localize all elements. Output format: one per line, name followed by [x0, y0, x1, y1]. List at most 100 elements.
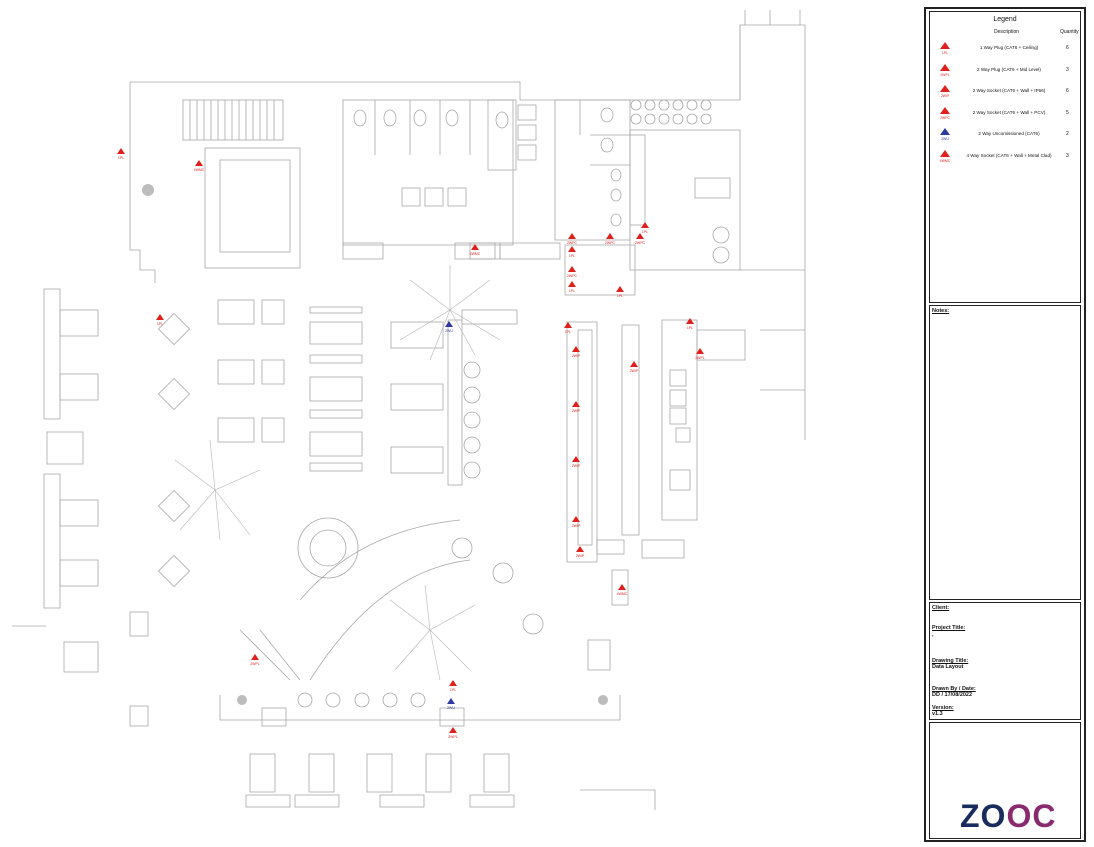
svg-text:2WIP: 2WIP	[572, 354, 581, 358]
svg-text:1PL: 1PL	[565, 330, 571, 334]
svg-text:2WPC: 2WPC	[567, 274, 578, 278]
legend-description: 2 Way Socket (CAT6 + Wall + PCV)	[972, 109, 1046, 115]
legend-marker-icon: 4WMC	[940, 149, 951, 163]
legend-row: 2WPC 2 Way Socket (CAT6 + Wall + PCV) 5	[930, 105, 1080, 121]
legend-description: 4 Way Socket (CAT6 + Wall + Metal Clad)	[966, 152, 1052, 158]
svg-text:1PL: 1PL	[157, 322, 163, 326]
device-marker: 2WIP	[572, 401, 581, 413]
logo-letter: C	[1032, 798, 1057, 834]
notes-panel: Notes:	[929, 305, 1081, 600]
svg-text:2WU: 2WU	[447, 706, 455, 710]
svg-text:1PL: 1PL	[450, 688, 456, 692]
legend-quantity: 6	[1066, 45, 1069, 51]
svg-text:2WU: 2WU	[445, 329, 453, 333]
notes-label: Notes:	[932, 308, 950, 314]
device-marker: 1PL	[156, 314, 164, 326]
drawing-title-label: Drawing Title:	[932, 658, 969, 664]
svg-text:2WPL: 2WPL	[695, 356, 705, 360]
svg-text:1PL: 1PL	[617, 294, 623, 298]
legend-description: 2 Way Plug (CAT6 + Mid Level)	[977, 66, 1041, 72]
svg-text:1PL: 1PL	[942, 51, 948, 55]
svg-text:4WMC: 4WMC	[194, 168, 205, 172]
device-marker: 2WPC	[567, 233, 578, 245]
device-marker: 4WMC	[194, 160, 205, 172]
drawn-by-label: Drawn By / Date:	[932, 686, 976, 692]
svg-text:4WMC: 4WMC	[470, 252, 481, 256]
device-marker: 2WIP	[572, 346, 581, 358]
legend-col-description: Description	[994, 29, 1020, 35]
legend-row: 1PL 1 Way Plug (CAT6 + Ceiling) 6	[930, 40, 1080, 56]
svg-text:2WPL: 2WPL	[448, 735, 458, 739]
zooc-logo: ZOOC	[960, 798, 1056, 835]
device-marker: 2WU	[445, 321, 453, 333]
svg-text:2WIP: 2WIP	[576, 554, 585, 558]
device-marker: 2WIP	[630, 361, 639, 373]
device-marker: 1PL	[564, 322, 572, 334]
device-marker: 1PL	[568, 281, 576, 293]
floor-plan: 1PL 4WMC 4WMC 2WPC 2WPC 2WPC 1PL 1PL 2WPC 1PL 1PL 1…	[12, 10, 806, 810]
svg-text:2WPC: 2WPC	[635, 241, 646, 245]
device-marker: 4WMC	[470, 244, 481, 256]
svg-text:2WIP: 2WIP	[572, 524, 581, 528]
device-marker: 1PL	[117, 148, 125, 160]
device-marker: 1PL	[449, 680, 457, 692]
device-marker: 2WPL	[695, 348, 705, 360]
client-label: Client:	[932, 605, 950, 611]
device-marker: 2WPC	[605, 233, 616, 245]
info-panel: Client: Project Title: , Drawing Title: …	[929, 602, 1081, 720]
version-label: Version:	[932, 705, 954, 711]
legend-description: 1 Way Plug (CAT6 + Ceiling)	[979, 45, 1039, 50]
device-marker: 2WIP	[576, 546, 585, 558]
svg-text:1PL: 1PL	[569, 254, 575, 258]
legend-description: 2 Way Uncomissioned (CAT6)	[978, 131, 1040, 136]
legend-marker-icon: 2WU	[940, 128, 950, 141]
svg-text:4WMC: 4WMC	[940, 159, 951, 163]
legend-description: 2 Way Socket (CAT6 + Wall + IP66)	[972, 88, 1046, 93]
logo-letter: O	[980, 798, 1007, 834]
svg-text:2WIP: 2WIP	[941, 94, 950, 98]
legend-quantity: 5	[1066, 109, 1069, 116]
svg-text:1PL: 1PL	[687, 326, 693, 330]
legend-quantity: 6	[1066, 88, 1069, 94]
svg-text:1PL: 1PL	[569, 289, 575, 293]
device-marker: 2WPL	[250, 654, 260, 666]
svg-text:4WMC: 4WMC	[617, 592, 628, 596]
device-marker: 1PL	[686, 318, 694, 330]
device-marker: 2WPL	[448, 727, 458, 739]
legend-row: 2WU 2 Way Uncomissioned (CAT6) 2	[930, 126, 1080, 142]
legend-quantity: 2	[1066, 131, 1069, 137]
svg-text:2WPL: 2WPL	[250, 662, 260, 666]
legend-row: 4WMC 4 Way Socket (CAT6 + Wall + Metal Cl…	[930, 148, 1080, 164]
version-value: v1.3	[932, 711, 943, 717]
svg-text:2WIP: 2WIP	[572, 464, 581, 468]
legend-quantity: 3	[1066, 152, 1069, 159]
device-marker: 1PL	[641, 222, 649, 234]
device-marker: 2WIP	[572, 516, 581, 528]
device-marker: 2WPC	[635, 233, 646, 245]
svg-text:1PL: 1PL	[642, 230, 648, 234]
svg-text:1PL: 1PL	[118, 156, 124, 160]
svg-text:2WIP: 2WIP	[572, 409, 581, 413]
svg-text:2WPC: 2WPC	[940, 116, 951, 120]
logo-letter: O	[1006, 798, 1033, 834]
svg-text:2WU: 2WU	[941, 137, 949, 141]
legend-marker-icon: 2WIP	[940, 85, 950, 98]
project-title-label: Project Title:	[932, 625, 966, 631]
legend-row: 2WIP 2 Way Socket (CAT6 + Wall + IP66) 6	[930, 83, 1080, 99]
legend-col-quantity: Quantity	[1060, 29, 1079, 35]
legend-marker-icon: 2WPL	[940, 63, 950, 77]
logo-letter: Z	[960, 798, 981, 834]
device-marker: 2WIP	[572, 456, 581, 468]
svg-text:2WPC: 2WPC	[605, 241, 616, 245]
legend-row: 2WPL 2 Way Plug (CAT6 + Mid Level) 3	[930, 62, 1080, 78]
device-marker: 4WMC	[617, 584, 628, 596]
legend-marker-icon: 2WPC	[940, 106, 951, 120]
svg-text:2WPC: 2WPC	[567, 241, 578, 245]
drawing-title-value: Data Layout	[932, 664, 964, 670]
device-marker: 2WPC	[567, 266, 578, 278]
svg-text:2WIP: 2WIP	[630, 369, 639, 373]
legend-quantity: 3	[1066, 66, 1069, 73]
device-marker: 2WU	[447, 698, 455, 710]
